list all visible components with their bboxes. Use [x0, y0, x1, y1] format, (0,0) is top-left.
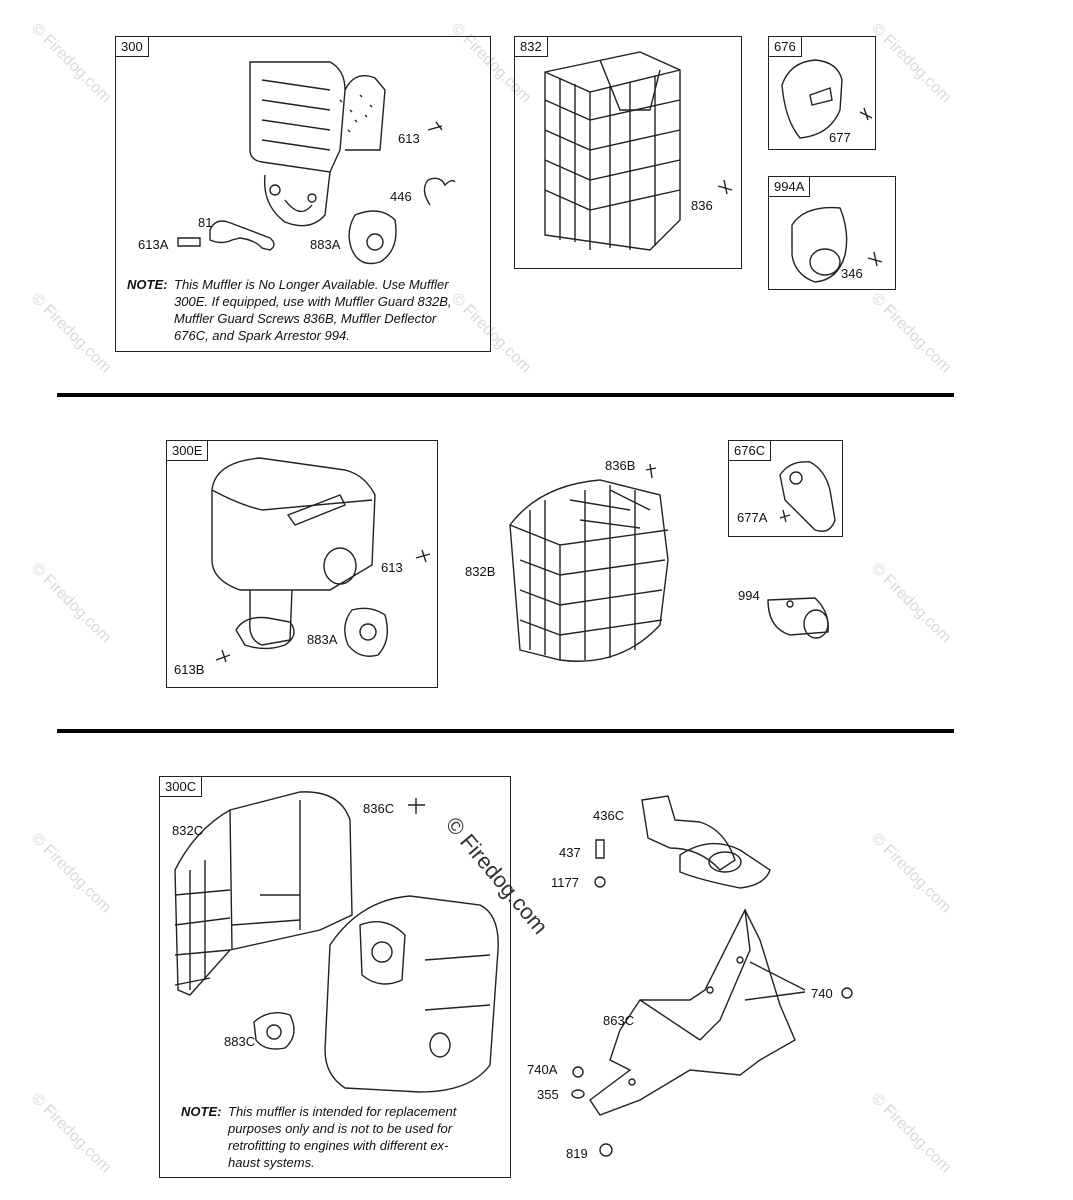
- part-box-300C: 300C: [159, 776, 511, 1178]
- spark-arrestor-994A-drawing: [791, 206, 883, 283]
- part-box-676: 676: [768, 36, 876, 150]
- part-label-346: 346: [841, 266, 863, 281]
- part-tag-994A: 994A: [769, 177, 811, 197]
- part-box-300E: 300E: [166, 440, 438, 688]
- part-tag-832: 832: [515, 37, 548, 57]
- deflector-676C-drawing: [779, 461, 836, 532]
- part-label-613: 613: [381, 560, 403, 575]
- part-label-832B: 832B: [465, 564, 496, 579]
- guard-832B-drawing: [509, 463, 669, 662]
- part-label-832C: 832C: [172, 823, 204, 838]
- part-box-994A: 994A: [768, 176, 896, 290]
- part-label-863C: 863C: [603, 1013, 635, 1028]
- part-label-613: 613: [398, 131, 420, 146]
- note-300C: NOTE:: [181, 1103, 221, 1120]
- muffler-300-drawing: [177, 61, 456, 265]
- part-label-819: 819: [566, 1146, 588, 1161]
- part-box-300: 300: [115, 36, 491, 352]
- deflector-676-drawing: [781, 59, 873, 139]
- part-tag-300C: 300C: [160, 777, 203, 797]
- part-label-677: 677: [829, 130, 851, 145]
- note-head: NOTE:: [181, 1104, 222, 1119]
- section-divider: [57, 729, 954, 733]
- part-label-740: 740: [811, 986, 833, 1001]
- part-label-81: 81: [198, 215, 213, 230]
- part-label-436C: 436C: [593, 808, 625, 823]
- part-label-883C: 883C: [224, 1034, 256, 1049]
- part-label-994: 994: [738, 588, 760, 603]
- guard-832-drawing: [544, 51, 733, 251]
- exhaust-elbow-436C-drawing: [594, 795, 771, 889]
- part-label-836: 836: [691, 198, 713, 213]
- part-label-437: 437: [559, 845, 581, 860]
- note-head: NOTE:: [127, 277, 168, 292]
- part-tag-676C: 676C: [729, 441, 772, 461]
- part-label-836B: 836B: [605, 458, 636, 473]
- section-divider: [57, 393, 954, 397]
- part-label-836C: 836C: [363, 801, 395, 816]
- spark-arrestor-994-drawing: [767, 597, 829, 639]
- part-label-883A: 883A: [310, 237, 341, 252]
- part-label-613A: 613A: [138, 237, 169, 252]
- note-300: NOTE:: [127, 276, 167, 293]
- part-label-613B: 613B: [174, 662, 205, 677]
- part-tag-676: 676: [769, 37, 802, 57]
- muffler-300C-drawing: [174, 791, 499, 1093]
- part-label-740A: 740A: [527, 1062, 558, 1077]
- bracket-863C-drawing: [571, 908, 853, 1157]
- part-label-1177: 1177: [551, 875, 579, 890]
- part-label-446: 446: [390, 189, 412, 204]
- part-box-832: 832: [514, 36, 742, 269]
- part-box-676C: 676C: [728, 440, 843, 537]
- part-label-883A: 883A: [307, 632, 338, 647]
- note-300-body: This Muffler is No Longer Available. Use…: [174, 277, 452, 343]
- note-300C-body: This muffler is intended for replacement…: [228, 1104, 457, 1170]
- part-label-677A: 677A: [737, 510, 768, 525]
- muffler-300E-drawing: [211, 457, 431, 663]
- part-label-355: 355: [537, 1087, 559, 1102]
- part-tag-300E: 300E: [167, 441, 209, 461]
- part-tag-300: 300: [116, 37, 149, 57]
